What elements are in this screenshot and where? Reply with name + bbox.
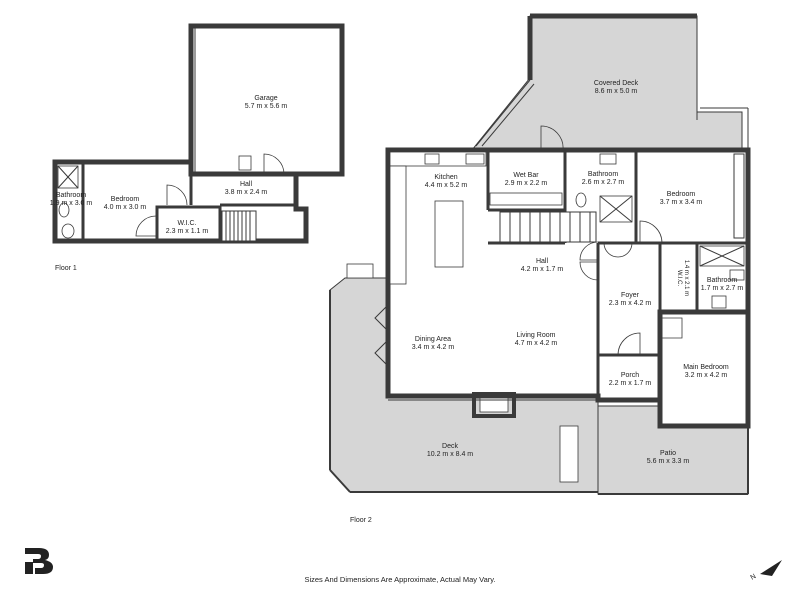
floor-1-label: Floor 1 <box>55 265 77 272</box>
kitchen-fixtures <box>389 151 487 285</box>
room-dim-foyer: 2.3 m x 4.2 m <box>609 300 652 307</box>
room-dim-covered-deck: 8.6 m x 5.0 m <box>595 88 638 95</box>
room-name-wet-bar: Wet Bar <box>513 172 539 179</box>
room-dim-wic: 2.3 m x 1.1 m <box>166 228 209 235</box>
room-name-bathroom1: Bathroom <box>56 192 87 199</box>
room-name-hall1: Hall <box>240 181 253 188</box>
room-dim-bedroom1: 4.0 m x 3.0 m <box>104 204 147 211</box>
fireplace <box>472 392 516 418</box>
room-name-wic2: W.I.C. <box>676 270 682 287</box>
floor-1-outline <box>52 159 309 244</box>
room-name-hall2: Hall <box>536 258 549 265</box>
floor-2 <box>329 13 751 495</box>
room-dim-bathroom1: 1.9 m x 3.0 m <box>50 200 93 207</box>
room-dim-wic2: 1.4 m x 2.1 m <box>683 260 689 296</box>
room-dim-hall1: 3.8 m x 2.4 m <box>225 189 268 196</box>
room-dim-main-bedroom: 3.2 m x 4.2 m <box>685 372 728 379</box>
room-name-wic: W.I.C. <box>177 220 196 227</box>
room-name-kitchen: Kitchen <box>434 174 457 181</box>
room-name-covered-deck: Covered Deck <box>594 80 639 87</box>
room-name-main-bedroom: Main Bedroom <box>683 364 729 371</box>
deck-area <box>329 277 599 493</box>
room-dim-dining: 3.4 m x 4.2 m <box>412 344 455 351</box>
room-name-porch: Porch <box>621 372 639 379</box>
room-dim-porch: 2.2 m x 1.7 m <box>609 380 652 387</box>
room-dim-hall2: 4.2 m x 1.7 m <box>521 266 564 273</box>
compass-label: N <box>750 573 758 582</box>
room-name-bathroom2: Bathroom <box>588 171 619 178</box>
room-name-living: Living Room <box>517 332 556 339</box>
room-name-foyer: Foyer <box>621 292 640 299</box>
brand-logo-icon <box>25 548 53 574</box>
room-name-garage: Garage <box>254 95 277 102</box>
stairs-floor-2 <box>499 211 597 243</box>
room-name-bedroom2: Bedroom <box>667 191 696 198</box>
stairs-floor-1 <box>221 210 257 242</box>
room-dim-bedroom2: 3.7 m x 3.4 m <box>660 199 703 206</box>
room-dim-garage: 5.7 m x 5.6 m <box>245 103 288 110</box>
room-dim-patio: 5.6 m x 3.3 m <box>647 458 690 465</box>
room-dim-bathroom3: 1.7 m x 2.7 m <box>701 285 744 292</box>
room-name-deck: Deck <box>442 443 458 450</box>
room-dim-bathroom2: 2.6 m x 2.7 m <box>582 179 625 186</box>
floor-1 <box>52 23 345 244</box>
room-labels: Garage 5.7 m x 5.6 m Hall 3.8 m x 2.4 m … <box>50 80 744 524</box>
room-name-bathroom3: Bathroom <box>707 277 738 284</box>
north-arrow-icon: N <box>750 560 782 582</box>
room-dim-living: 4.7 m x 4.2 m <box>515 340 558 347</box>
floor-2-label: Floor 2 <box>350 517 372 524</box>
room-dim-wet-bar: 2.9 m x 2.2 m <box>505 180 548 187</box>
room-dim-deck: 10.2 m x 8.4 m <box>427 451 473 458</box>
room-name-patio: Patio <box>660 450 676 457</box>
room-name-dining: Dining Area <box>415 336 451 343</box>
room-dim-kitchen: 4.4 m x 5.2 m <box>425 182 468 189</box>
disclaimer-text: Sizes And Dimensions Are Approximate, Ac… <box>304 575 495 584</box>
room-name-bedroom1: Bedroom <box>111 196 140 203</box>
